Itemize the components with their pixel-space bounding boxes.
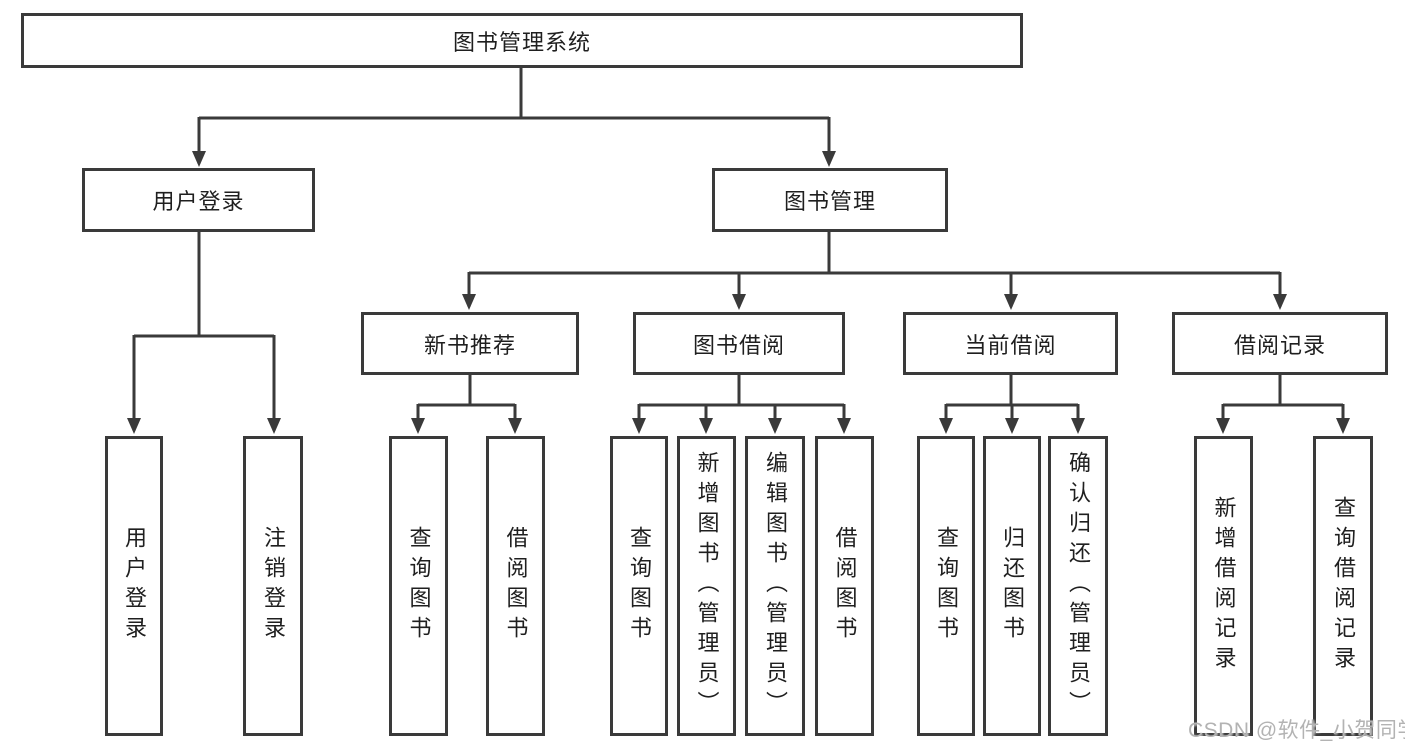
leaf-label: 用户登录 <box>122 526 147 646</box>
node-label: 图书管理系统 <box>452 29 591 55</box>
node-book-management: 图书管理 <box>712 168 948 232</box>
leaf-logout: 注销登录 <box>243 436 303 736</box>
node-label: 图书借阅 <box>692 332 785 358</box>
watermark: CSDN @软件_小贺同学 <box>1188 719 1405 742</box>
node-label: 用户登录 <box>152 189 245 214</box>
leaf-label: 查询图书 <box>406 526 432 646</box>
node-user-login: 用户登录 <box>82 168 315 232</box>
leaf-query-books-current: 查询图书 <box>917 436 975 736</box>
leaf-add-book-admin: 新增图书（管理员） <box>677 436 736 736</box>
leaf-return-books: 归还图书 <box>983 436 1041 736</box>
node-library-management-system: 图书管理系统 <box>21 13 1023 68</box>
leaf-label: 新增借阅记录 <box>1211 496 1237 676</box>
node-label: 图书管理 <box>783 189 876 214</box>
leaf-query-borrow-record: 查询借阅记录 <box>1313 436 1373 736</box>
leaf-query-books-borrow: 查询图书 <box>610 436 668 736</box>
leaf-confirm-return-admin: 确认归还（管理员） <box>1048 436 1108 736</box>
node-label: 新书推荐 <box>423 332 516 358</box>
leaf-label: 编辑图书（管理员） <box>763 451 788 721</box>
node-new-book-recommendation: 新书推荐 <box>361 312 579 375</box>
leaf-label: 新增图书（管理员） <box>694 451 720 721</box>
node-label: 借阅记录 <box>1233 332 1326 358</box>
leaf-edit-book-admin: 编辑图书（管理员） <box>745 436 805 736</box>
node-book-borrowing: 图书借阅 <box>633 312 845 375</box>
leaf-borrow-books-recommend: 借阅图书 <box>486 436 545 736</box>
node-borrowing-records: 借阅记录 <box>1172 312 1388 375</box>
node-current-borrowing: 当前借阅 <box>903 312 1118 375</box>
leaf-label: 借阅图书 <box>503 526 529 646</box>
leaf-user-login: 用户登录 <box>105 436 163 736</box>
leaf-borrow-books-borrow: 借阅图书 <box>815 436 874 736</box>
leaf-label: 借阅图书 <box>832 526 858 646</box>
leaf-label: 注销登录 <box>261 526 286 646</box>
leaf-label: 查询图书 <box>627 526 652 646</box>
leaf-label: 确认归还（管理员） <box>1066 451 1091 721</box>
leaf-label: 归还图书 <box>1000 526 1025 646</box>
leaf-add-borrow-record: 新增借阅记录 <box>1194 436 1253 736</box>
leaf-label: 查询图书 <box>934 526 959 646</box>
leaf-label: 查询借阅记录 <box>1331 496 1356 676</box>
leaf-query-books-recommend: 查询图书 <box>389 436 448 736</box>
node-label: 当前借阅 <box>964 332 1057 358</box>
